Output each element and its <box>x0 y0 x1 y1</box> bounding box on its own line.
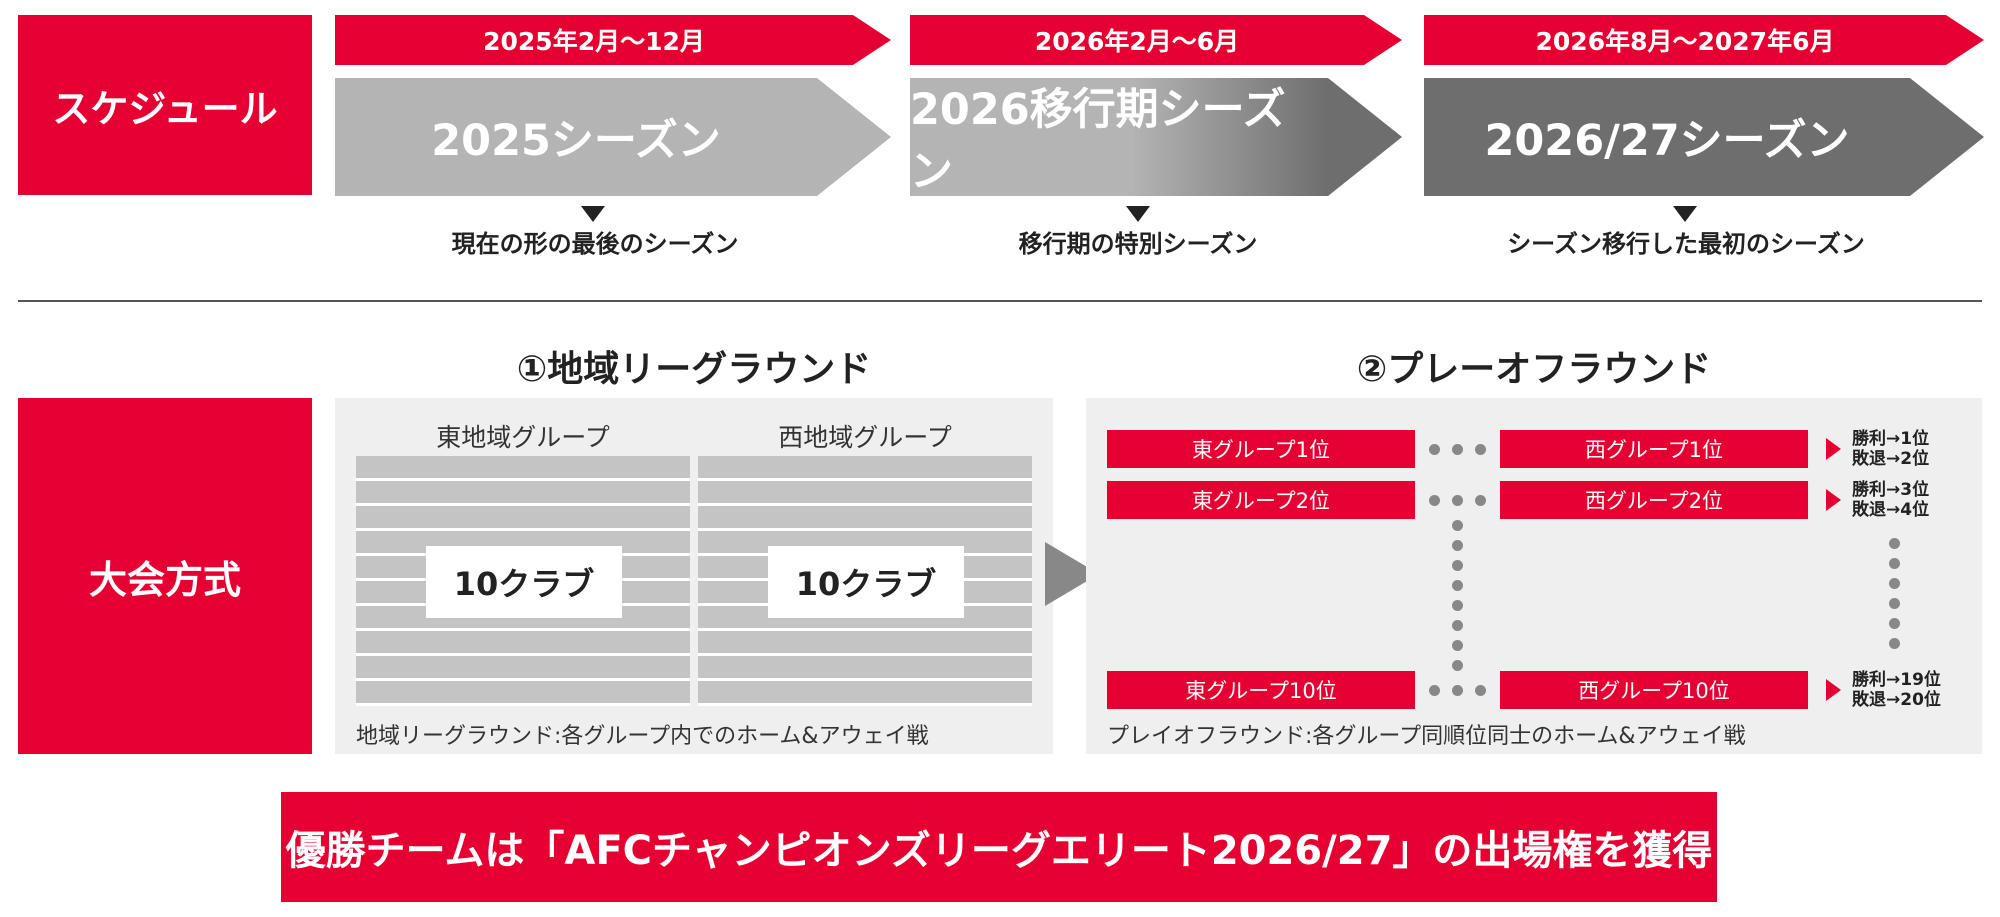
east-group-title: 東地域グループ <box>436 423 610 452</box>
league-round-note: 地域リーグラウンド:各グループ内でのホーム&アウェイ戦 <box>356 724 929 749</box>
league-round-title: ①地域リーグラウンド <box>516 349 872 390</box>
west-club-count: 10クラブ <box>768 546 964 618</box>
dot <box>1889 618 1900 629</box>
schedule-label: スケジュール <box>18 15 312 195</box>
west-rank-bar: 西グループ1位 <box>1500 430 1808 468</box>
format-label: 大会方式 <box>18 398 312 754</box>
season-caption-2025: 現在の形の最後のシーズン <box>451 230 739 258</box>
date-arrow-2025: 2025年2月〜12月 <box>335 15 891 65</box>
dot <box>1475 444 1486 455</box>
west-rank-bar: 西グループ10位 <box>1500 671 1808 709</box>
east-club-count: 10クラブ <box>426 546 622 618</box>
playoff-result: 勝利→1位 敗退→2位 <box>1852 429 1930 469</box>
season-caption-2026-transition: 移行期の特別シーズン <box>1018 230 1258 258</box>
dot <box>1889 558 1900 569</box>
dot <box>1452 520 1463 531</box>
dot <box>1475 495 1486 506</box>
dot <box>1452 444 1463 455</box>
down-arrow-icon <box>1126 206 1150 222</box>
winner-banner: 優勝チームは「AFCチャンピオンズリーグエリート2026/27」の出場権を獲得 <box>281 792 1717 902</box>
season-caption-2026-27: シーズン移行した最初のシーズン <box>1507 230 1865 258</box>
west-group-title: 西地域グループ <box>778 423 952 452</box>
season-arrow-2026-transition: 2026移行期シーズン <box>910 78 1402 196</box>
dot <box>1452 660 1463 671</box>
result-arrow-icon <box>1826 679 1841 701</box>
dot <box>1452 540 1463 551</box>
dot <box>1889 638 1900 649</box>
east-rank-bar: 東グループ2位 <box>1107 481 1415 519</box>
season-arrow-2025: 2025シーズン <box>335 78 891 196</box>
down-arrow-icon <box>581 206 605 222</box>
date-arrow-2026-27: 2026年8月〜2027年6月 <box>1424 15 1984 65</box>
result-arrow-icon <box>1826 489 1841 511</box>
down-arrow-icon <box>1673 206 1697 222</box>
east-rank-bar: 東グループ10位 <box>1107 671 1415 709</box>
dot <box>1452 620 1463 631</box>
dot <box>1889 598 1900 609</box>
west-rank-bar: 西グループ2位 <box>1500 481 1808 519</box>
dot <box>1452 580 1463 591</box>
season-arrow-2026-27: 2026/27シーズン <box>1424 78 1984 196</box>
dot <box>1452 495 1463 506</box>
east-rank-bar: 東グループ1位 <box>1107 430 1415 468</box>
dot <box>1889 578 1900 589</box>
result-arrow-icon <box>1826 438 1841 460</box>
dot <box>1429 444 1440 455</box>
section-divider <box>18 300 1982 302</box>
dot <box>1429 685 1440 696</box>
playoff-round-note: プレイオフラウンド:各グループ同順位同士のホーム&アウェイ戦 <box>1107 724 1746 749</box>
dot <box>1429 495 1440 506</box>
playoff-round-title: ②プレーオフラウンド <box>1356 349 1712 390</box>
dot <box>1452 685 1463 696</box>
dot <box>1475 685 1486 696</box>
dot <box>1889 538 1900 549</box>
date-arrow-2026-transition: 2026年2月〜6月 <box>910 15 1402 65</box>
playoff-result: 勝利→3位 敗退→4位 <box>1852 480 1930 520</box>
dot <box>1452 560 1463 571</box>
dot <box>1452 600 1463 611</box>
dot <box>1452 640 1463 651</box>
playoff-result: 勝利→19位 敗退→20位 <box>1852 670 1941 710</box>
